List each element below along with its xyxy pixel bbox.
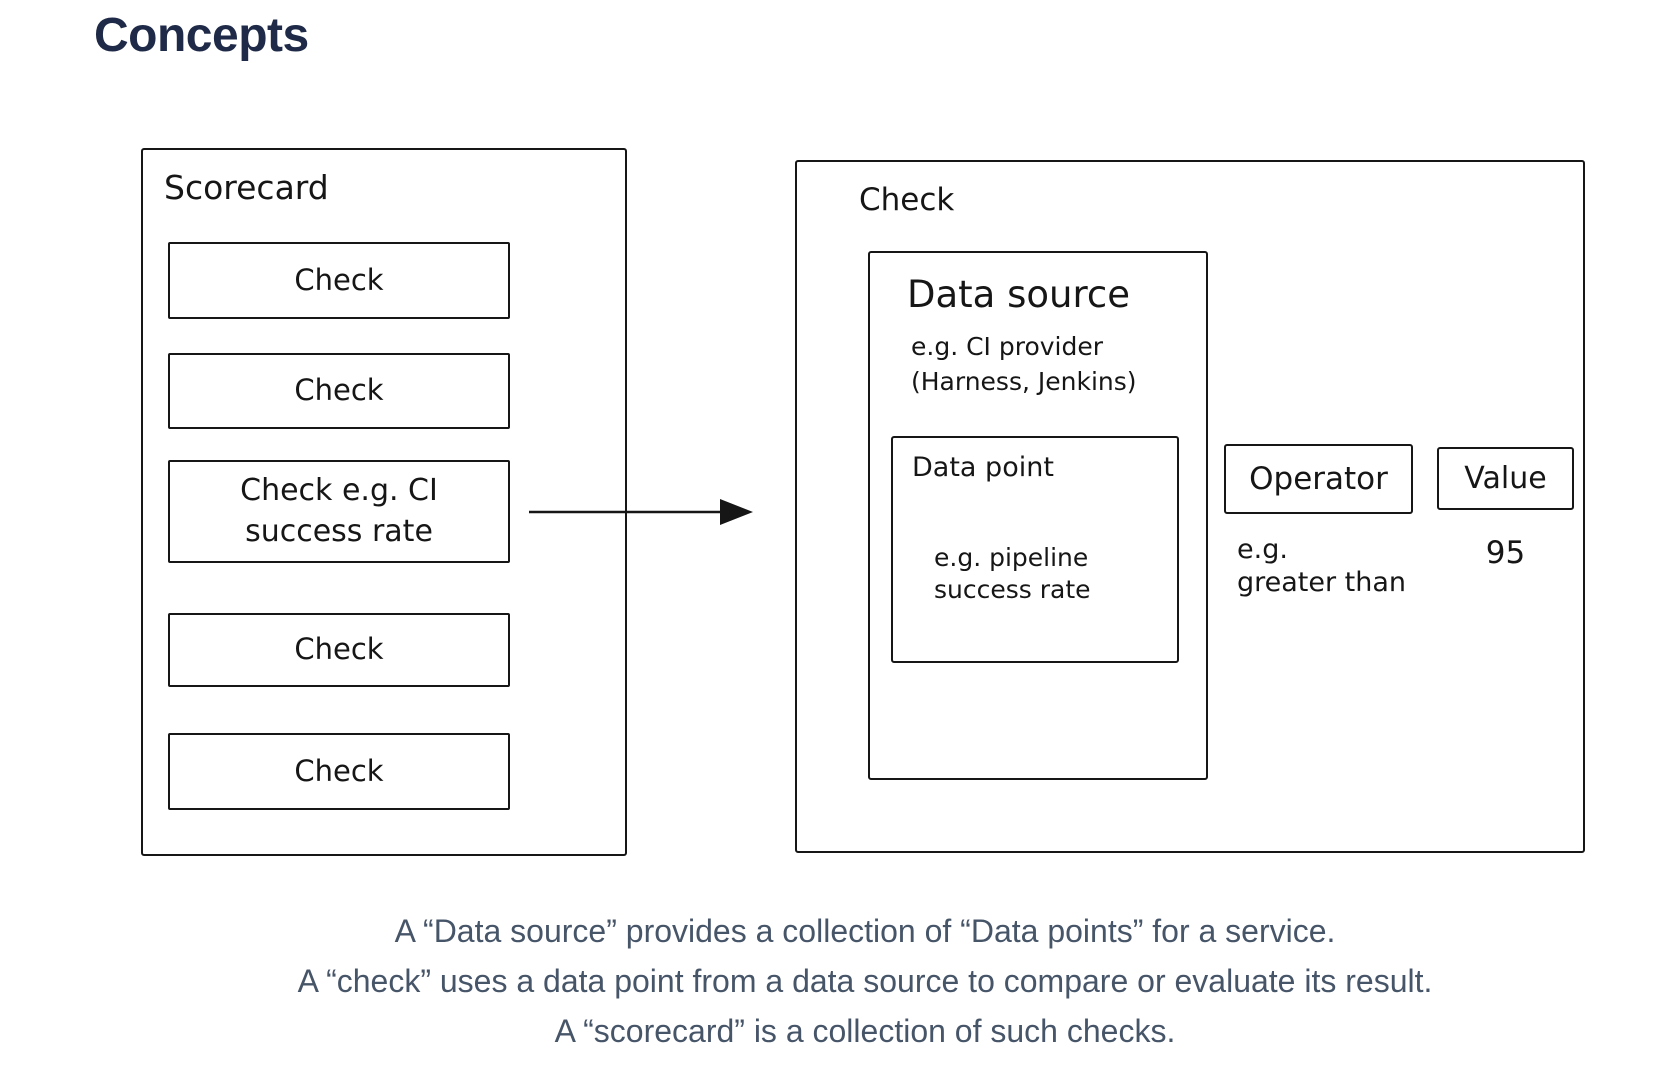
operator-box: Operator (1224, 444, 1413, 514)
description-line-1: A “Data source” provides a collection of… (394, 913, 1336, 949)
scorecard-check-3: Check e.g. CI success rate (168, 460, 510, 563)
scorecard-check-1: Check (168, 242, 510, 319)
scorecard-check-2: Check (168, 353, 510, 429)
description-line-2: A “check” uses a data point from a data … (297, 963, 1433, 999)
scorecard-check-4: Check (168, 613, 510, 687)
operator-label: Operator (1249, 461, 1388, 497)
value-label: Value (1464, 461, 1547, 496)
page-title: Concepts (94, 9, 309, 62)
data-point-box: Data point e.g. pipeline success rate (891, 436, 1179, 663)
scorecard-check-3-label-line1: Check e.g. CI (240, 473, 438, 508)
value-example: 95 (1485, 535, 1526, 571)
operator-example-line2: greater than (1237, 567, 1407, 598)
data-point-example-line1: e.g. pipeline (934, 543, 1089, 572)
scorecard-check-3-label-line2: success rate (245, 513, 433, 549)
data-point-example: e.g. pipeline success rate (934, 542, 1091, 606)
scorecard-check-5-label: Check (294, 753, 384, 788)
data-source-box: Data source e.g. CI provider (Harness, J… (868, 251, 1208, 780)
data-source-example-line1: e.g. CI provider (911, 332, 1104, 361)
scorecard-box: Scorecard Check Check Check e.g. CI succ… (141, 148, 627, 856)
check-detail-label: Check (859, 182, 955, 218)
data-point-label: Data point (912, 452, 1054, 483)
arrow-right-icon (529, 499, 753, 525)
check-detail-box: Check Data source e.g. CI provider (Harn… (795, 160, 1585, 853)
data-point-example-line2: success rate (934, 575, 1091, 604)
scorecard-check-2-label: Check (294, 373, 384, 408)
data-source-example-line2: (Harness, Jenkins) (911, 367, 1137, 396)
scorecard-check-4-label: Check (294, 632, 384, 667)
scorecard-check-1-label: Check (294, 262, 384, 297)
scorecard-check-5: Check (168, 733, 510, 810)
scorecard-label: Scorecard (164, 168, 329, 207)
data-source-label: Data source (907, 273, 1130, 316)
description-line-3: A “scorecard” is a collection of such ch… (554, 1013, 1176, 1049)
operator-example: e.g. greater than (1237, 533, 1406, 599)
operator-example-line1: e.g. (1237, 534, 1288, 565)
data-source-example: e.g. CI provider (Harness, Jenkins) (911, 329, 1137, 399)
description: A “Data source” provides a collection of… (70, 906, 1660, 1056)
value-box: Value (1437, 447, 1574, 510)
